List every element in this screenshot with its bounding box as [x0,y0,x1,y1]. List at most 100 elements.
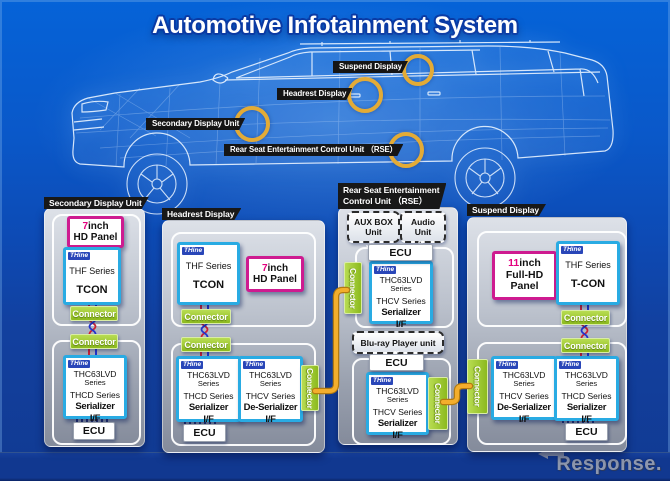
display-line3: Panel [510,280,539,293]
unit-line2: Unit [414,227,432,237]
chip-function: De-Serializer [243,402,298,413]
thf-tcon-chip: THine THF Series TCON [177,242,240,305]
thc63lvd-deserializer-chip: THine THC63LVD Series THCV Series De-Ser… [238,356,303,425]
connector-ecu-side: Connector [181,337,231,352]
thine-logo: THine [68,252,91,260]
chip-name: THC63LVD [73,369,117,379]
chip-function: TCON [76,284,108,296]
thine-logo: THine [374,266,397,274]
ecu-box: ECU [73,422,115,440]
connector-ecu-side: Connector [70,334,118,349]
chip-series: THCD Series [183,391,234,401]
thine-logo: THine [371,377,394,385]
chip-interface: I/F [392,430,403,441]
chip-function: Serializer [381,307,421,318]
chip-series: THCV Series [376,296,426,306]
lvds-pair-lines [88,347,97,355]
chip-name2: Series [513,379,535,388]
display-panel-box: 11inch Full-HD Panel [492,251,557,300]
chip-interface: I/F [581,414,592,425]
chip-name: THC63LVD [502,370,546,380]
footer-band [0,452,670,481]
chip-interface: I/F [203,414,214,425]
callout-headrest-display: Headrest Display [277,88,352,100]
panel-header: Rear Seat Entertainment Control Unit （RS… [338,183,446,209]
panel-header: Headrest Display [162,208,241,220]
display-line1: 7inch [261,262,289,274]
display-section [171,232,316,327]
thc63lvd-serializer-chip: THine THC63LVD Series THCV Series Serial… [366,372,429,441]
aux-box-unit: AUX BOX Unit [347,211,400,243]
display-section [52,214,141,326]
logo-text: Response. [556,453,662,475]
chip-function: Serializer [377,418,418,429]
chip-series: THCV Series [245,391,296,401]
unit-line2: Unit [365,227,382,237]
chip-function: T-CON [570,278,606,290]
chip-name2: Series [386,395,409,404]
callout-suspend-display: Suspend Display [333,61,408,73]
connector-display-side: Connector [70,306,118,321]
thine-logo: THine [182,247,205,255]
panel-suspend-display: Suspend Display 11inch Full-HD Panel THi… [467,204,627,452]
ecu-bar: ECU [368,244,433,261]
panel-headrest-display: Headrest Display THine THF Series TCON 7… [162,208,325,453]
chip-series: THF Series [565,260,611,270]
twisted-pair-cable [200,322,209,337]
thine-logo: THine [496,361,519,369]
display-line1: 7inch [82,220,109,232]
thc63lvd-serializer-chip: THine THC63LVD Series THCD Series Serial… [176,356,241,425]
ring-suspend-display [402,54,434,86]
panel-secondary-display-unit: Secondary Display Unit 7inch HD Panel TH… [44,197,145,447]
chip-function: De-Serializer [497,402,551,413]
thine-logo: THine [561,246,584,254]
panel-rse-control-unit: Rear Seat Entertainment Control Unit （RS… [338,183,458,445]
connector-ecu-side: Connector [561,338,610,353]
chip-series: THCV Series [499,391,549,401]
display-section [477,231,627,327]
thine-logo: THine [181,361,204,369]
connector-display-side: Connector [181,309,231,324]
ecu-box: ECU [183,424,226,442]
thine-logo: THine [243,361,266,369]
car-wireframe-illustration [71,40,614,215]
chip-name2: Series [84,378,106,387]
chip-name2: Series [259,379,282,388]
chip-function: TCON [192,279,225,291]
thc63lvd-serializer-chip: THine THC63LVD Series THCD Series Serial… [554,356,619,425]
twisted-pair-cable [88,319,97,334]
bluray-player-unit: Blu-ray Player unit [352,331,444,354]
chip-name2: Series [575,379,598,388]
chip-name: THC63LVD [565,370,608,380]
panel-header: Secondary Display Unit [44,197,149,209]
ecu-box: ECU [565,423,608,441]
lvds-pair-lines [580,351,589,356]
display-line2: HD Panel [73,232,118,243]
display-line2: Full-HD [505,268,544,281]
unit-line1: Audio [410,217,436,227]
display-line1: 11inch [508,257,541,270]
chip-series: THF Series [185,261,232,271]
panel-header: Suspend Display [467,204,546,216]
chip-name: THC63LVD [187,370,230,380]
ring-headrest-display [347,77,383,113]
header-line2: Control Unit （RSE） [343,196,428,206]
thine-logo: THine [559,361,582,369]
thf-tcon-chip: THine THF Series T-CON [556,241,620,305]
ecu-bar: ECU [369,354,424,371]
chip-function: Serializer [75,401,115,412]
chip-interface: I/F [265,414,276,425]
chip-series: THCD Series [561,391,612,401]
display-panel-box: 7inch HD Panel [67,216,124,248]
chip-name: THC63LVD [376,386,419,396]
display-panel-box: 7inch HD Panel [246,256,304,292]
chip-name2: Series [390,284,412,293]
lvds-pair-lines [200,350,209,356]
display-line2: HD Panel [253,274,297,285]
connector-display-side: Connector [561,310,610,325]
chip-series: THCD Series [69,390,121,400]
twisted-pair-cable [580,323,589,338]
connector-headrest-link: Connector [344,262,362,314]
chip-series: THF Series [69,266,115,276]
